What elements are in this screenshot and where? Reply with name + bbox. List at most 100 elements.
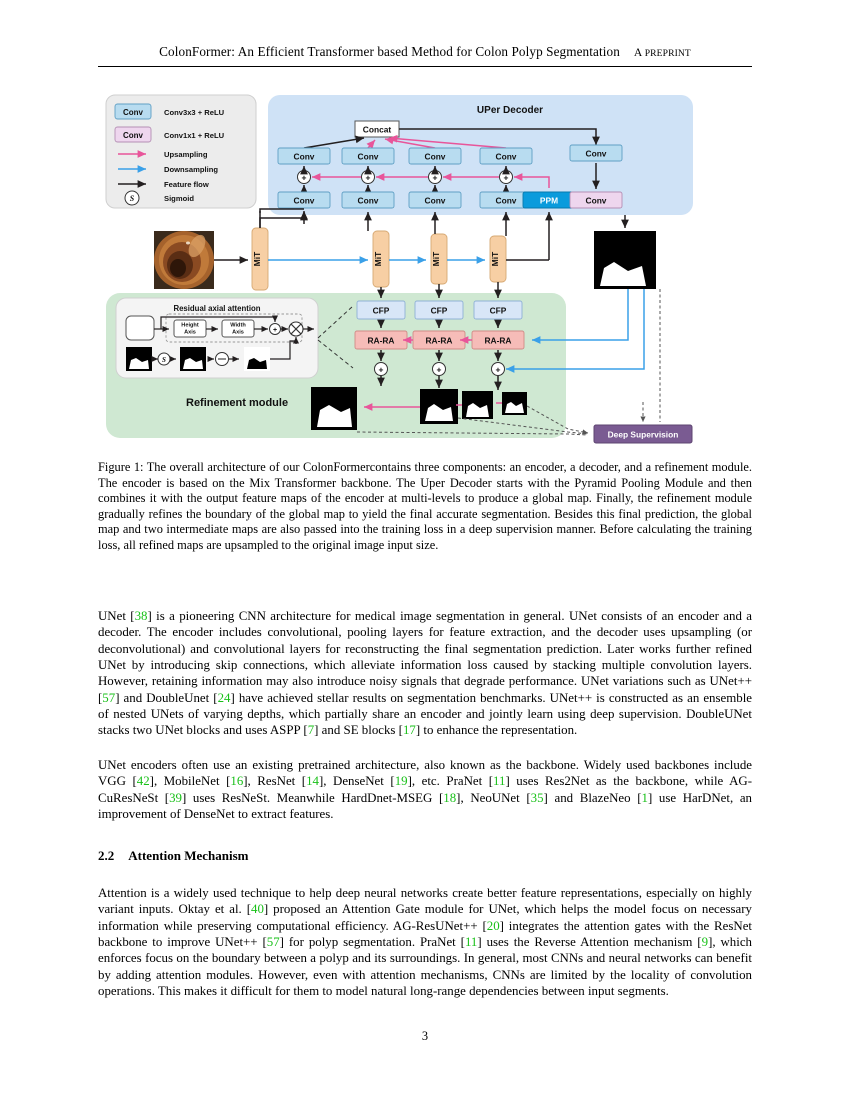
svg-text:+: + [273,327,277,334]
body-paragraph-2: UNet encoders often use an existing pret… [98,757,752,822]
width-axis-label-1: Width [230,323,246,329]
citation-link[interactable]: 17 [402,723,416,738]
refinement-panel: Refinement module Residual axial attenti… [106,293,566,438]
body-text-run: ] have achieved stellar results on segme… [98,690,753,738]
citation-link[interactable]: 19 [394,774,408,789]
legend-text-sigmoid: Sigmoid [164,194,194,203]
citation-link[interactable]: 39 [169,790,182,805]
citation-link[interactable]: 11 [493,774,506,789]
body-text-run: ] uses ResNeSt. Meanwhile HardDnet-MSEG … [182,790,444,805]
section-number: 2.2 [98,848,115,863]
body-text-run: ] integrates the attention gates with th… [98,918,753,950]
figure-caption: Figure 1: The overall architecture of ou… [98,460,752,554]
legend-text-upsampling: Upsampling [164,150,208,159]
global-map-output [505,215,656,373]
citation-link[interactable]: 57 [266,935,280,950]
page-number: 3 [421,1029,429,1043]
endoscopy-input-image [154,231,214,289]
mit-block-3: MiT [431,251,441,266]
legend-swatch-conv1x1-label: Conv [123,131,144,140]
citation-link[interactable]: 18 [443,790,457,805]
body-text-run: Attention is a widely used technique to … [98,886,752,917]
deep-supervision-label: Deep Supervision [608,430,679,440]
body-text-run: ] and DoubleUnet [ [115,690,218,705]
svg-text:+: + [504,172,509,182]
cfp-rara-columns: CFP CFP CFP RA-RA RA-RA RA-RA + [354,300,525,391]
citation-link[interactable]: 57 [102,690,116,705]
citation-link[interactable]: 7 [307,723,315,738]
body-paragraph-1: UNet [38] is a pioneering CNN architectu… [98,608,752,739]
decoder-bottom-conv-row: Conv Conv Conv Conv PPM Conv [277,191,623,209]
running-header: ColonFormer: An Efficient Transformer ba… [98,44,752,60]
body-text-run: ] and SE blocks [ [314,723,403,738]
body-text-run: ] for polyp segmentation. PraNet [ [279,935,465,950]
attention-mask-row: S [126,336,300,371]
citation-link[interactable]: 38 [134,609,148,623]
body-text-run: ] uses the Reverse Attention mechanism [ [477,935,702,950]
svg-text:+: + [437,364,442,374]
mit-block-1: MiT [252,251,262,266]
svg-text:+: + [379,364,384,374]
body-text-run: ] is a pioneering CNN architecture for m… [98,609,752,705]
cfp-block-1: CFP [373,306,390,316]
decoder-bottom-conv-1: Conv [294,196,315,206]
rara-block-2: RA-RA [426,336,453,346]
height-axis-label-2: Axis [184,329,196,335]
citation-link[interactable]: 1 [641,790,648,805]
body-text-run: ] uses Res2Net as the backbone, while AG… [98,774,752,805]
figure-caption-text: The overall architecture of our ColonFor… [98,460,753,552]
citation-link[interactable]: 9 [701,935,709,950]
legend-text-conv3x3: Conv3x3 + ReLU [164,108,225,117]
citation-link[interactable]: 35 [530,790,544,805]
decoder-right-top-conv: Conv [586,149,607,159]
decoder-top-conv-1: Conv [294,152,315,162]
rara-block-1: RA-RA [368,336,395,346]
width-axis-label-2: Axis [232,329,244,335]
citation-link[interactable]: 40 [251,902,264,917]
decoder-top-conv-2: Conv [358,152,379,162]
citation-link[interactable]: 20 [486,918,500,933]
residual-axial-attention-title: Residual axial attention [173,304,260,313]
citation-link[interactable]: 42 [136,774,150,789]
body-text-run: ], NeoUNet [ [456,790,531,805]
legend-text-downsampling: Downsampling [164,165,218,174]
citation-link[interactable]: 16 [230,774,244,789]
running-header-title: ColonFormer: An Efficient Transformer ba… [159,44,620,59]
legend-text-featureflow: Feature flow [164,180,209,189]
cfp-block-3: CFP [490,306,507,316]
body-text-run: ], MobileNet [ [149,774,231,789]
citation-link[interactable]: 24 [217,690,231,705]
body-text-run: ], DenseNet [ [318,774,395,789]
mit-block-4: MiT [490,251,500,266]
body-text-run: ] to enhance the representation. [415,723,578,738]
decoder-bottom-conv-2: Conv [358,196,379,206]
body-text-run: ] use HarDNet, an improvement of DenseNe… [98,790,752,822]
body-text-run: ] and BlazeNeo [ [543,790,642,805]
cfp-block-2: CFP [431,306,448,316]
decoder-bottom-conv-3: Conv [425,196,446,206]
height-axis-label-1: Height [181,323,199,329]
legend-panel: Conv Conv3x3 + ReLU Conv Conv1x1 + ReLU … [105,94,257,209]
legend-swatch-conv3x3-label: Conv [123,108,144,117]
svg-text:+: + [366,172,371,182]
header-rule [98,66,752,67]
body-paragraph-3: Attention is a widely used technique to … [98,885,752,999]
concat-label: Concat [363,125,392,135]
legend-sigmoid-glyph: S [130,194,135,203]
decoder-top-conv-row: Conv Conv Conv Conv Conv [277,144,623,165]
uper-decoder-panel: UPer Decoder Concat Conv Conv [268,95,693,215]
citation-link[interactable]: 14 [306,774,319,789]
body-text-run: ], etc. PraNet [ [407,774,494,789]
citation-link[interactable]: 11 [464,935,478,950]
decoder-top-conv-3: Conv [425,152,446,162]
figure-caption-label: Figure 1: [98,460,144,474]
rara-block-3: RA-RA [485,336,512,346]
decoder-right-bottom-conv: Conv [586,196,607,206]
output-mask-row [311,387,527,430]
deep-supervision-group: Deep Supervision [356,289,693,444]
mit-block-2: MiT [373,251,383,266]
body-text-run: UNet encoders often use an existing pret… [98,758,752,789]
legend-text-conv1x1: Conv1x1 + ReLU [164,131,225,140]
refinement-module-title: Refinement module [186,397,288,409]
